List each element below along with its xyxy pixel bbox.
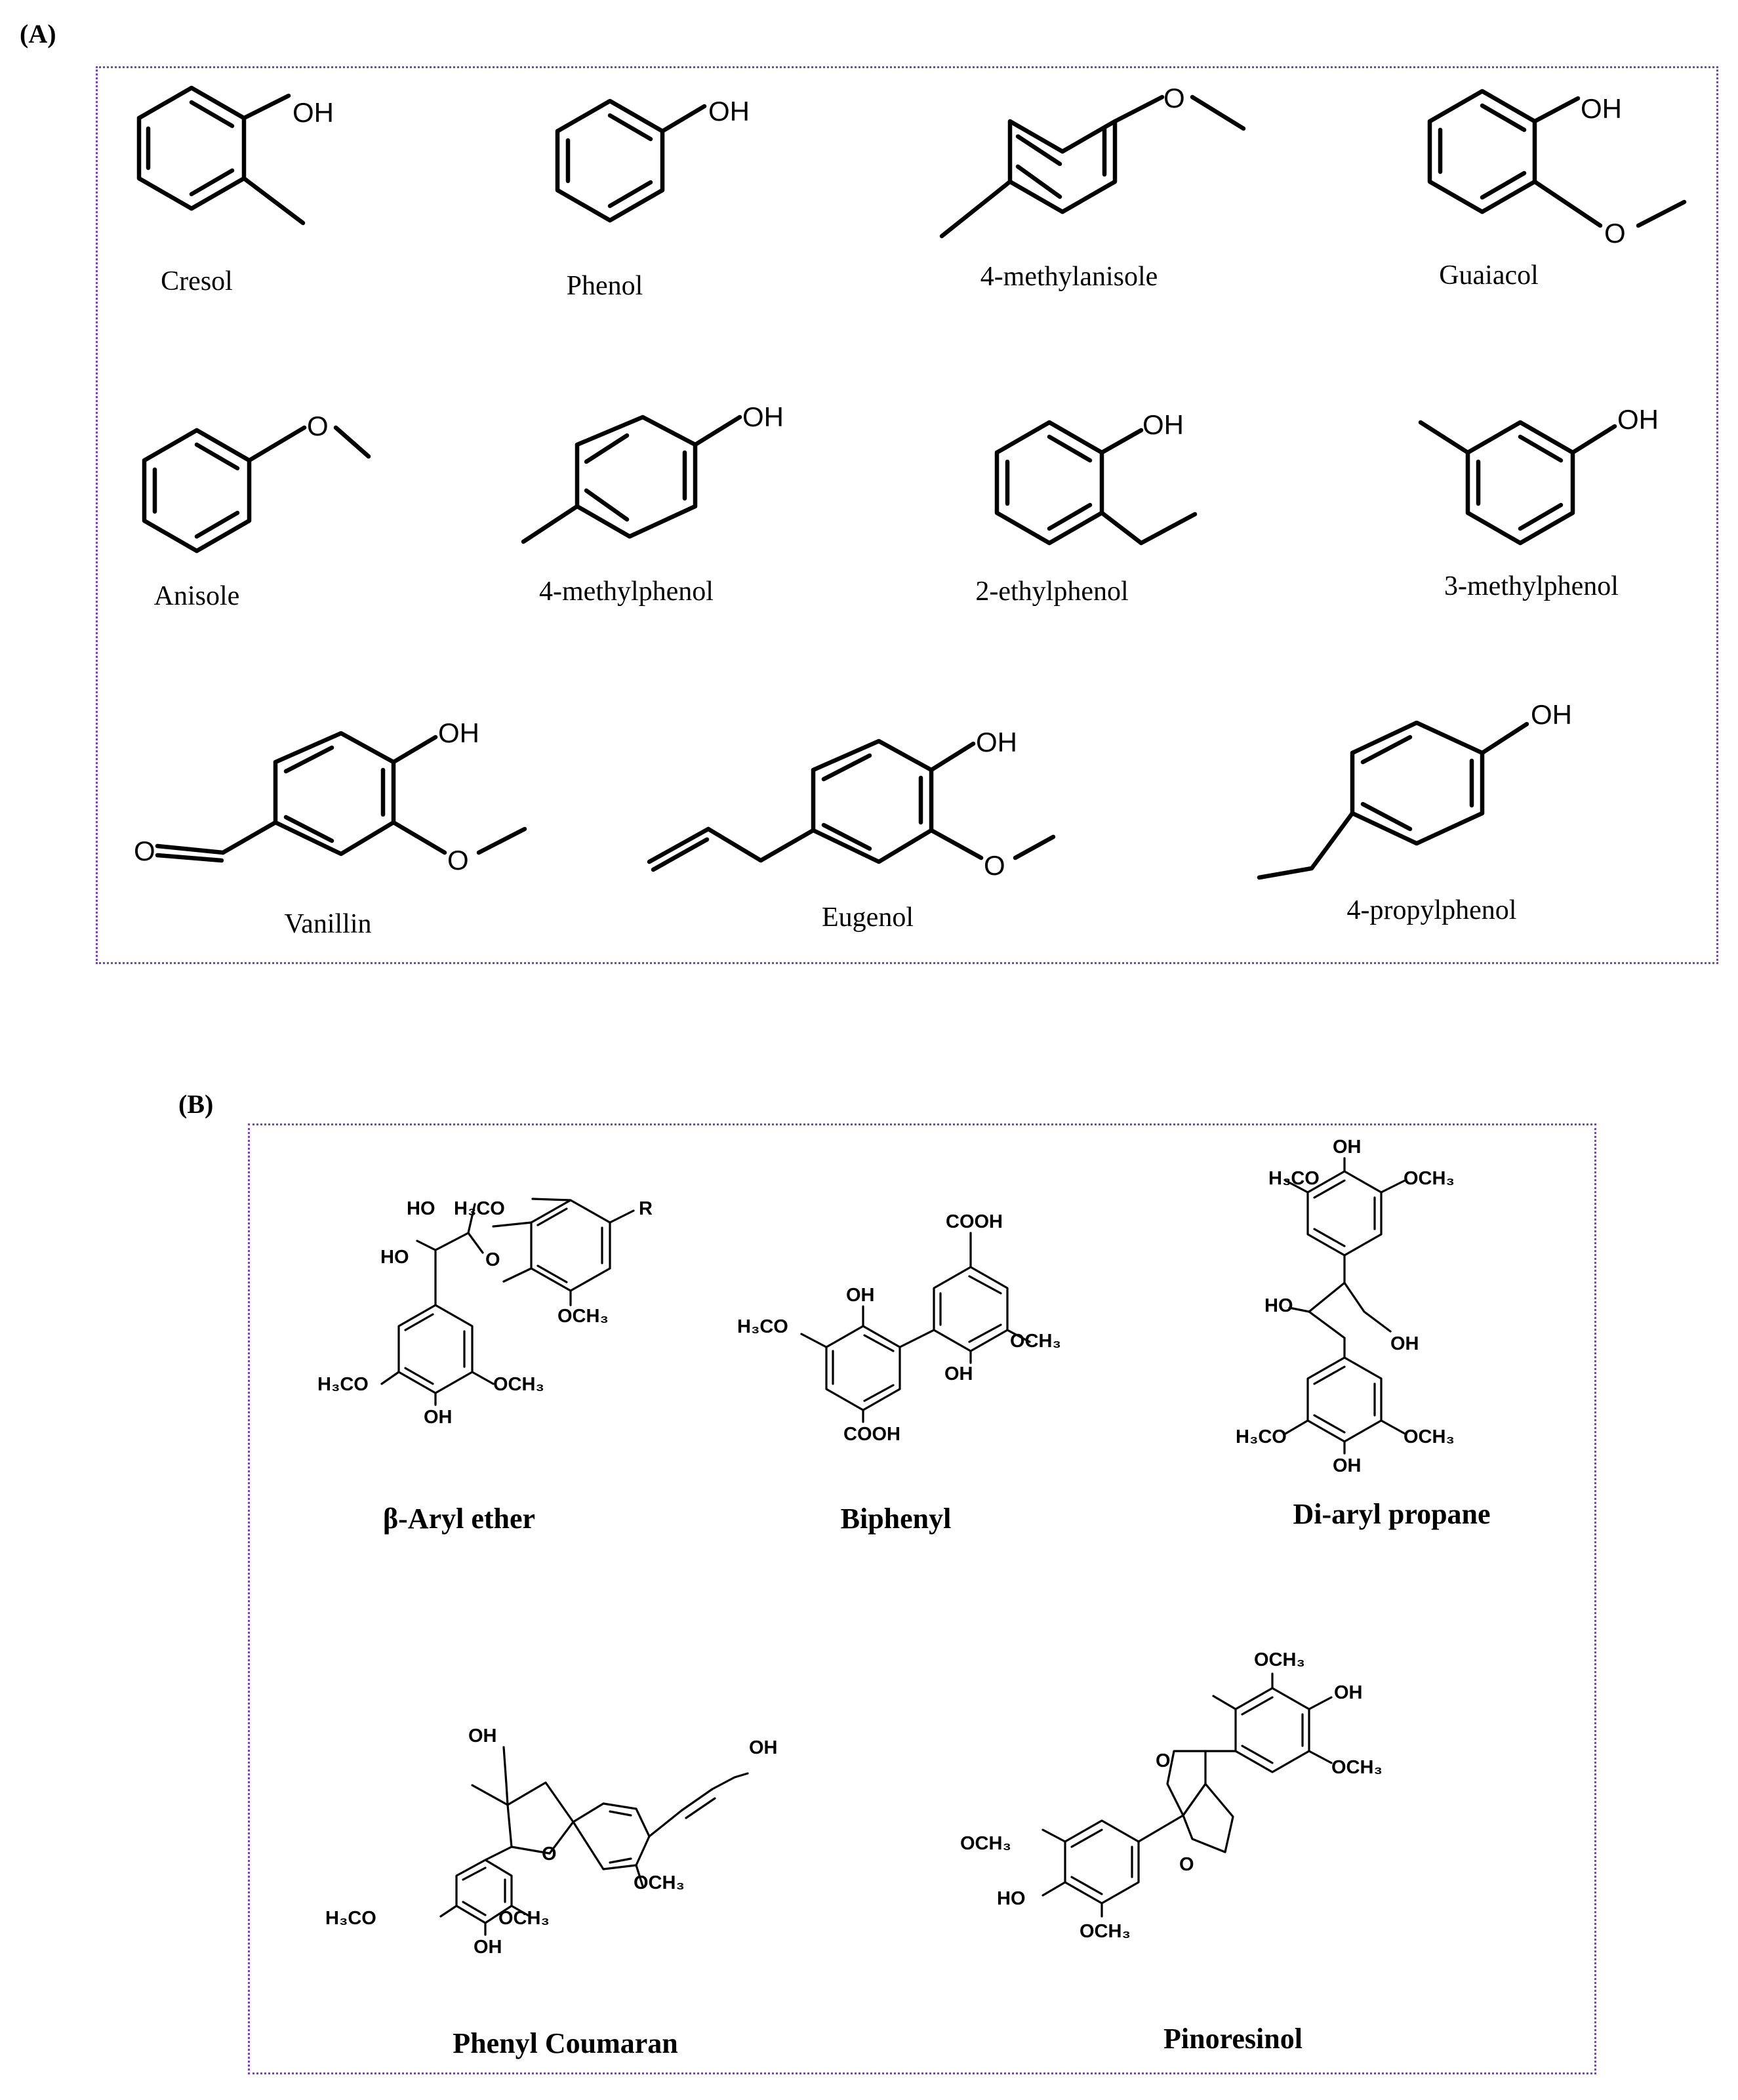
svg-text:OH: OH bbox=[1333, 1455, 1362, 1476]
structure-4-propylphenol bbox=[1257, 720, 1529, 880]
svg-text:OH: OH bbox=[474, 1937, 502, 1958]
svg-text:H₃CO: H₃CO bbox=[454, 1198, 505, 1219]
svg-text:COOH: COOH bbox=[843, 1424, 900, 1445]
svg-text:HO: HO bbox=[407, 1198, 435, 1219]
caption-eugenol: Eugenol bbox=[822, 902, 914, 933]
svg-text:O: O bbox=[1179, 1854, 1194, 1875]
svg-text:OH: OH bbox=[438, 717, 479, 748]
svg-text:OH: OH bbox=[424, 1407, 453, 1428]
structure-3-methylphenol bbox=[1418, 420, 1617, 546]
svg-text:O: O bbox=[134, 836, 155, 866]
structure-beta-aryl-ether bbox=[380, 1198, 635, 1406]
structure-pinoresinol bbox=[1041, 1672, 1333, 1918]
svg-text:OCH₃: OCH₃ bbox=[1331, 1757, 1383, 1778]
structure-phenyl-coumaran bbox=[439, 1746, 749, 1936]
structure-2-ethylphenol bbox=[994, 420, 1198, 546]
svg-text:OH: OH bbox=[1334, 1682, 1363, 1703]
caption-4-methylphenol: 4-methylphenol bbox=[539, 576, 714, 607]
panel-a-frame bbox=[96, 66, 1718, 964]
svg-text:OCH₃: OCH₃ bbox=[634, 1872, 685, 1893]
svg-text:OH: OH bbox=[976, 727, 1017, 757]
caption-cresol: Cresol bbox=[161, 266, 233, 296]
svg-text:OH: OH bbox=[708, 96, 750, 127]
svg-text:OCH₃: OCH₃ bbox=[960, 1833, 1011, 1854]
structure-eugenol bbox=[647, 738, 1056, 872]
structure-di-aryl-propane bbox=[1284, 1157, 1406, 1455]
panel-a-label: (A) bbox=[20, 19, 56, 49]
caption-4-methylanisole: 4-methylanisole bbox=[980, 262, 1158, 292]
svg-text:HO: HO bbox=[1264, 1295, 1293, 1316]
svg-text:OCH₃: OCH₃ bbox=[1080, 1921, 1131, 1942]
structure-4-methylanisole bbox=[939, 94, 1246, 239]
caption-4-propylphenol: 4-propylphenol bbox=[1346, 895, 1517, 925]
caption-guaiacol: Guaiacol bbox=[1439, 260, 1539, 291]
svg-text:OH: OH bbox=[1617, 404, 1659, 435]
caption-pinoresinol: Pinoresinol bbox=[1163, 2023, 1303, 2055]
caption-3-methylphenol: 3-methylphenol bbox=[1444, 571, 1619, 601]
svg-text:OCH₃: OCH₃ bbox=[1404, 1168, 1455, 1189]
structure-guaiacol bbox=[1427, 89, 1687, 228]
caption-biphenyl: Biphenyl bbox=[840, 1503, 952, 1535]
svg-text:OCH₃: OCH₃ bbox=[557, 1306, 609, 1327]
structure-4-methylphenol bbox=[521, 414, 742, 544]
panel-b-label: (B) bbox=[178, 1089, 214, 1119]
svg-text:OH: OH bbox=[293, 97, 334, 128]
panel-b-atom-labels: HO H₃CO R HO O OCH₃ H₃CO OCH₃ OH COOH OH… bbox=[317, 1137, 1455, 1958]
svg-text:OCH₃: OCH₃ bbox=[498, 1908, 550, 1929]
svg-text:HO: HO bbox=[997, 1888, 1026, 1909]
svg-text:OH: OH bbox=[944, 1363, 973, 1384]
svg-text:H₃CO: H₃CO bbox=[317, 1374, 369, 1395]
svg-text:O: O bbox=[984, 850, 1005, 881]
svg-text:O: O bbox=[307, 411, 329, 441]
structure-biphenyl bbox=[800, 1232, 1031, 1423]
svg-text:OH: OH bbox=[742, 401, 784, 432]
caption-phenyl-coumaran: Phenyl Coumaran bbox=[453, 2027, 678, 2059]
svg-text:HO: HO bbox=[380, 1247, 409, 1268]
svg-text:OH: OH bbox=[1581, 93, 1622, 124]
svg-text:OH: OH bbox=[1142, 409, 1184, 440]
svg-text:O: O bbox=[542, 1844, 557, 1865]
svg-text:H₃CO: H₃CO bbox=[325, 1908, 376, 1929]
svg-text:OH: OH bbox=[1531, 699, 1572, 730]
svg-text:OH: OH bbox=[846, 1285, 875, 1306]
structure-phenol bbox=[555, 98, 707, 223]
panel-b-frame bbox=[248, 1123, 1596, 2074]
svg-text:OH: OH bbox=[1390, 1333, 1419, 1354]
caption-vanillin: Vanillin bbox=[284, 909, 372, 939]
svg-text:OH: OH bbox=[468, 1726, 497, 1747]
svg-text:O: O bbox=[447, 845, 469, 876]
svg-text:O: O bbox=[485, 1249, 500, 1270]
svg-text:OH: OH bbox=[749, 1737, 778, 1758]
svg-text:H₃CO: H₃CO bbox=[1268, 1168, 1320, 1189]
svg-text:O: O bbox=[1604, 218, 1626, 249]
caption-2-ethylphenol: 2-ethylphenol bbox=[975, 576, 1129, 607]
svg-text:H₃CO: H₃CO bbox=[1236, 1426, 1287, 1447]
caption-di-aryl-propane: Di-aryl propane bbox=[1293, 1498, 1491, 1530]
svg-text:H₃CO: H₃CO bbox=[737, 1316, 788, 1337]
caption-anisole: Anisole bbox=[153, 581, 240, 611]
structure-vanillin bbox=[155, 731, 527, 863]
panel-a-atom-labels: OH OH O OH O O OH OH OH OH O O OH O OH bbox=[134, 83, 1659, 881]
svg-text:COOH: COOH bbox=[946, 1211, 1003, 1232]
svg-text:OCH₃: OCH₃ bbox=[1404, 1426, 1455, 1447]
caption-beta-aryl-ether: β-Aryl ether bbox=[382, 1503, 536, 1535]
structure-anisole bbox=[142, 425, 371, 554]
svg-text:OCH₃: OCH₃ bbox=[1010, 1331, 1061, 1352]
svg-text:OCH₃: OCH₃ bbox=[1254, 1649, 1305, 1670]
svg-text:OH: OH bbox=[1333, 1137, 1362, 1158]
caption-phenol: Phenol bbox=[566, 271, 643, 301]
svg-text:OCH₃: OCH₃ bbox=[493, 1374, 544, 1395]
svg-text:O: O bbox=[1163, 83, 1185, 113]
svg-text:R: R bbox=[639, 1198, 653, 1219]
structure-cresol bbox=[136, 85, 306, 226]
svg-text:O: O bbox=[1156, 1750, 1171, 1771]
